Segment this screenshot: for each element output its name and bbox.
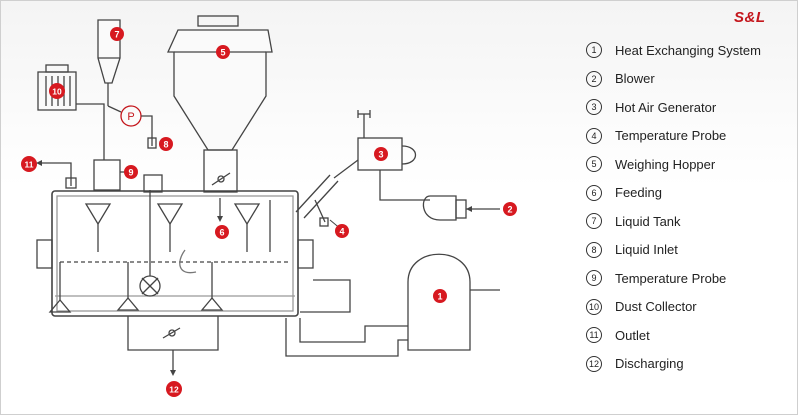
marker-2-label: 2: [507, 205, 512, 215]
marker-6: 6: [215, 225, 229, 239]
legend-number: 6: [586, 184, 602, 201]
marker-12-label: 12: [169, 385, 179, 395]
legend-item: 5 Weighing Hopper: [586, 154, 715, 174]
legend-label: Blower: [615, 71, 655, 86]
marker-4: 4: [335, 224, 349, 238]
legend-label: Weighing Hopper: [615, 156, 716, 172]
mixer-body: [36, 190, 314, 317]
marker-10: 10: [49, 83, 65, 99]
marker-5: 5: [216, 45, 230, 59]
blower: [422, 195, 500, 221]
legend-number: 10: [586, 298, 602, 315]
marker-10-label: 10: [52, 87, 62, 97]
legend-label: Liquid Inlet: [615, 242, 678, 257]
legend-label: Temperature Probe: [615, 128, 727, 143]
legend-label: Temperature Probe: [615, 270, 727, 286]
liquid-inlet-valve: [147, 137, 157, 149]
brand-logo: S&L: [734, 9, 766, 26]
legend-number: 5: [586, 156, 602, 172]
marker-3-label: 3: [378, 150, 383, 160]
legend-label: Liquid Tank: [615, 213, 681, 229]
marker-3: 3: [374, 147, 388, 161]
legend-number: 11: [586, 327, 602, 343]
marker-9-label: 9: [128, 168, 133, 178]
dust-collector: [37, 64, 105, 160]
legend-item: 6 Feeding: [586, 183, 662, 203]
marker-8-label: 8: [163, 140, 168, 150]
marker-2: 2: [503, 202, 517, 216]
legend-item: 7 Liquid Tank: [586, 211, 681, 231]
legend-item: 11 Outlet: [586, 325, 650, 345]
marker-6-label: 6: [219, 228, 224, 238]
marker-11: 11: [21, 156, 37, 172]
marker-7: 7: [110, 27, 124, 41]
marker-7-label: 7: [114, 30, 119, 40]
legend-item: 1 Heat Exchanging System: [586, 40, 761, 60]
legend-number: 9: [586, 270, 602, 286]
weighing-hopper: [166, 15, 273, 193]
marker-8: 8: [159, 137, 173, 151]
legend-label: Heat Exchanging System: [615, 42, 761, 58]
legend-item: 10 Dust Collector: [586, 297, 697, 317]
legend-item: 9 Temperature Probe: [586, 268, 726, 288]
legend-number: 1: [586, 42, 602, 58]
liquid-tank: [97, 19, 153, 146]
flow-arrows: [36, 160, 472, 376]
heat-exchanger: [285, 253, 500, 357]
legend-item: 2 Blower: [586, 69, 655, 89]
legend-item: 3 Hot Air Generator: [586, 97, 716, 117]
discharge-chute: [127, 316, 219, 372]
marker-5-label: 5: [220, 48, 225, 58]
legend-number: 12: [586, 355, 602, 372]
legend-item: 4 Temperature Probe: [586, 126, 726, 146]
legend-label: Dust Collector: [615, 299, 697, 314]
hot-air-generator: [357, 110, 430, 201]
marker-1: 1: [433, 289, 447, 303]
legend-number: 4: [586, 127, 602, 144]
legend-number: 8: [586, 241, 602, 258]
marker-9: 9: [124, 165, 138, 179]
marker-11-label: 11: [25, 160, 34, 170]
legend-label: Hot Air Generator: [615, 99, 717, 115]
marker-12: 12: [166, 381, 182, 397]
legend-number: 3: [586, 99, 602, 115]
marker-1-label: 1: [437, 292, 442, 302]
diagram-markers: 1 2 3 4 5 6 7 8: [21, 27, 517, 397]
legend-label: Feeding: [615, 185, 662, 200]
legend-number: 7: [586, 213, 602, 229]
legend-label: Outlet: [615, 327, 650, 343]
pump-symbol: P: [127, 111, 134, 123]
legend-item: 12 Discharging: [586, 354, 684, 374]
legend-label: Discharging: [615, 356, 684, 371]
legend-number: 2: [586, 70, 602, 87]
legend-item: 8 Liquid Inlet: [586, 240, 678, 260]
marker-4-label: 4: [339, 227, 344, 237]
